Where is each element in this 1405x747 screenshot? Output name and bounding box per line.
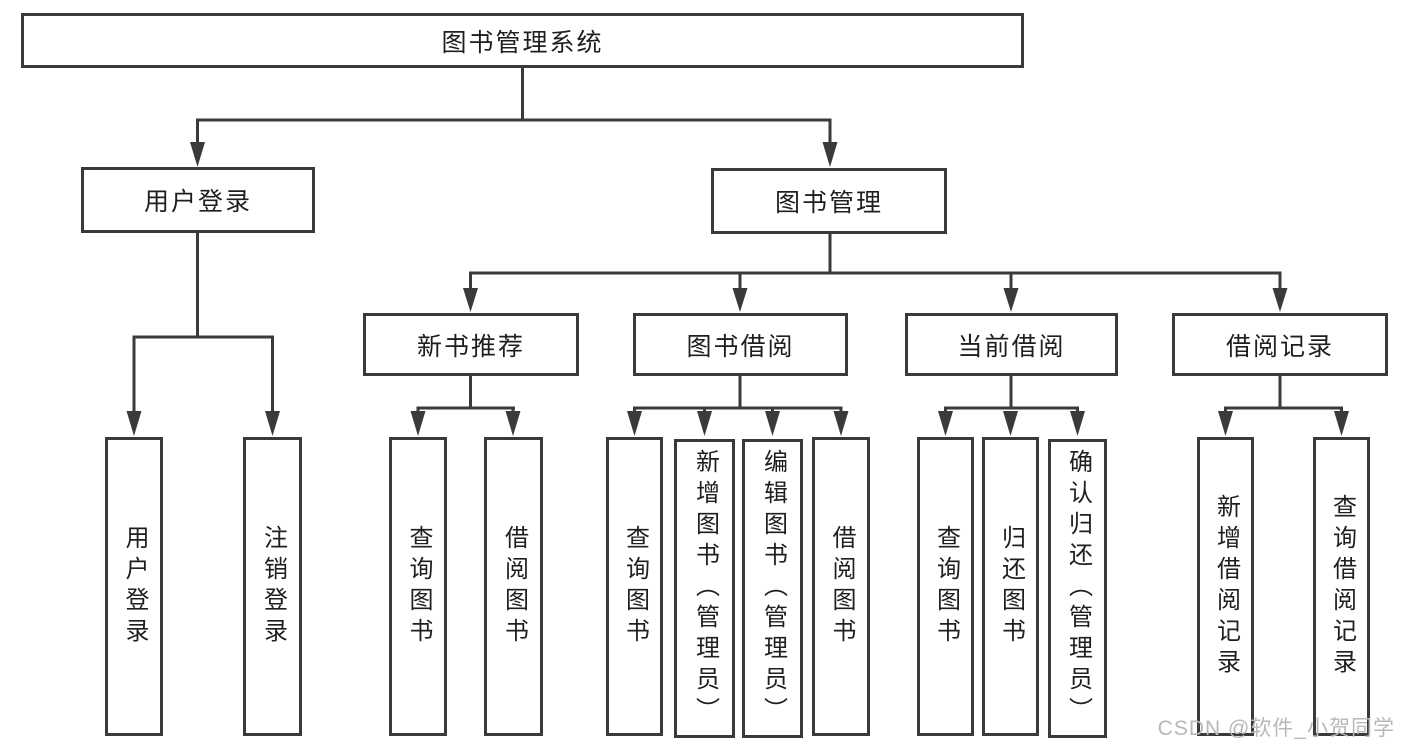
leaf-label: 查询图书	[621, 524, 649, 649]
leaf-add-borrow-record: 新增借阅记录	[1197, 437, 1254, 736]
node-label: 当前借阅	[957, 332, 1066, 361]
leaf-label: 借阅图书	[500, 524, 528, 649]
node-label: 图书管理系统	[441, 28, 604, 57]
leaf-query-books-3: 查询图书	[917, 437, 974, 736]
node-label: 用户登录	[143, 188, 252, 216]
node-label: 新书推荐	[416, 332, 525, 361]
node-book-borrow: 图书借阅	[633, 313, 848, 376]
node-root: 图书管理系统	[21, 13, 1024, 68]
node-book-management: 图书管理	[711, 168, 947, 234]
leaf-label: 用户登录	[121, 524, 148, 649]
leaf-label: 查询借阅记录	[1328, 493, 1356, 680]
leaf-borrow-books-2: 借阅图书	[812, 437, 870, 736]
leaf-label: 新增借阅记录	[1212, 493, 1240, 680]
node-new-book-recommend: 新书推荐	[363, 313, 579, 376]
node-label: 图书借阅	[686, 332, 795, 361]
leaf-logout: 注销登录	[243, 437, 302, 736]
leaf-query-books-2: 查询图书	[606, 437, 663, 736]
leaf-user-login: 用户登录	[105, 437, 163, 736]
leaf-label: 注销登录	[259, 524, 287, 649]
leaf-label: 确认归还（管理员）	[1064, 449, 1092, 728]
node-current-borrow: 当前借阅	[905, 313, 1118, 376]
leaf-label: 编辑图书（管理员）	[759, 449, 787, 728]
leaf-label: 新增图书（管理员）	[691, 449, 719, 728]
leaf-query-borrow-record: 查询借阅记录	[1313, 437, 1370, 736]
leaf-borrow-books-1: 借阅图书	[484, 437, 543, 736]
leaf-label: 借阅图书	[828, 524, 855, 649]
leaf-edit-books-admin: 编辑图书（管理员）	[742, 439, 803, 738]
node-user-login: 用户登录	[81, 167, 315, 233]
leaf-confirm-return-admin: 确认归还（管理员）	[1048, 439, 1107, 738]
node-borrow-records: 借阅记录	[1172, 313, 1388, 376]
node-label: 图书管理	[774, 189, 883, 217]
leaf-return-books: 归还图书	[982, 437, 1039, 736]
leaf-add-books-admin: 新增图书（管理员）	[674, 439, 735, 738]
leaf-label: 查询图书	[932, 524, 960, 649]
leaf-label: 归还图书	[997, 524, 1025, 649]
node-label: 借阅记录	[1225, 332, 1334, 361]
watermark: CSDN @软件_小贺同学	[1157, 717, 1395, 740]
leaf-label: 查询图书	[405, 524, 432, 649]
leaf-query-books-1: 查询图书	[389, 437, 447, 736]
